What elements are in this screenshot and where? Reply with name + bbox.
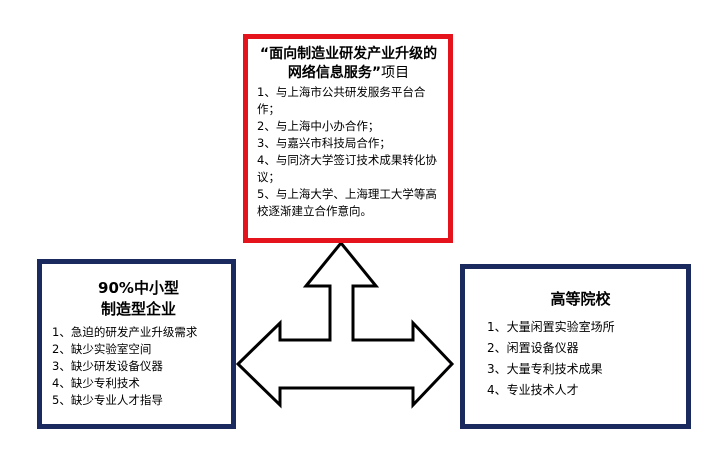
enterprise-title-line1: 90%中小型 xyxy=(98,279,179,297)
project-list-item: 2、与上海中小办合作； xyxy=(257,119,380,133)
university-list-item: 4、专业技术人才 xyxy=(487,383,579,397)
university-list-item: 2、闲置设备仪器 xyxy=(487,341,579,355)
enterprise-list-item: 5、缺少专业人才指导 xyxy=(52,393,163,407)
enterprise-list-item: 2、缺少实验室空间 xyxy=(52,342,152,356)
project-title-main: “面向制造业研发产业升级的网络信息服务” xyxy=(259,46,438,81)
project-title-suffix: 项目 xyxy=(381,65,410,81)
enterprise-list-item: 3、缺少研发设备仪器 xyxy=(52,359,163,373)
project-list-item: 5、与上海大学、上海理工大学等高校逐渐建立合作意向。 xyxy=(257,187,437,218)
project-title: “面向制造业研发产业升级的网络信息服务”项目 xyxy=(257,45,440,83)
enterprise-title-line2: 制造型企业 xyxy=(100,300,176,318)
university-list-item: 3、大量专利技术成果 xyxy=(487,362,603,376)
university-box: 高等院校 1、大量闲置实验室场所 2、闲置设备仪器 3、大量专利技术成果 4、专… xyxy=(460,264,691,429)
enterprise-title: 90%中小型 制造型企业 xyxy=(52,278,225,320)
three-way-arrow-shape xyxy=(235,240,455,409)
enterprise-box: 90%中小型 制造型企业 1、急迫的研发产业升级需求 2、缺少实验室空间 3、缺… xyxy=(37,259,236,429)
project-list-item: 3、与嘉兴市科技局合作； xyxy=(257,136,391,150)
project-box: “面向制造业研发产业升级的网络信息服务”项目 1、与上海市公共研发服务平台合作；… xyxy=(243,34,453,243)
enterprise-list: 1、急迫的研发产业升级需求 2、缺少实验室空间 3、缺少研发设备仪器 4、缺少专… xyxy=(52,324,225,409)
enterprise-list-item: 1、急迫的研发产业升级需求 xyxy=(52,325,198,339)
university-list: 1、大量闲置实验室场所 2、闲置设备仪器 3、大量专利技术成果 4、专业技术人才 xyxy=(481,317,680,401)
project-list-item: 4、与同济大学签订技术成果转化协议； xyxy=(257,153,437,184)
enterprise-list-item: 4、缺少专利技术 xyxy=(52,376,140,390)
university-title: 高等院校 xyxy=(550,290,611,308)
university-list-item: 1、大量闲置实验室场所 xyxy=(487,320,615,334)
project-list: 1、与上海市公共研发服务平台合作； 2、与上海中小办合作； 3、与嘉兴市科技局合… xyxy=(257,84,440,220)
project-list-item: 1、与上海市公共研发服务平台合作； xyxy=(257,85,426,116)
